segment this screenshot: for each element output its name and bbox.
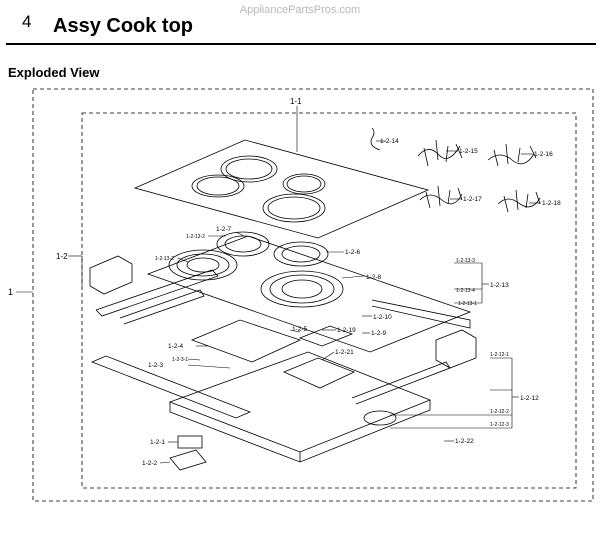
- fan-right: [435, 329, 477, 369]
- control-strip: [90, 355, 252, 419]
- left-rail-2: [119, 289, 205, 325]
- pcb-right: [282, 357, 356, 389]
- label-1-2-12: 1-2-12: [520, 395, 539, 402]
- watermark: AppliancePartsPros.com: [239, 4, 361, 16]
- label-1-2-13: 1-2-13: [490, 282, 509, 289]
- label-1-2-8: 1-2-8: [366, 274, 382, 281]
- label-1-2-12-2: 1-2-12-2: [490, 409, 509, 415]
- label-1-2-16: 1-2-16: [534, 151, 553, 158]
- label-1-2-13-1: 1-2-13-1: [458, 301, 477, 307]
- label-1-2-13-3: 1-2-13-3: [456, 258, 475, 264]
- label-1-2-2: 1-2-2: [142, 460, 158, 467]
- induction-coils: [168, 231, 344, 308]
- label-1-2-4: 1-2-4: [168, 343, 184, 350]
- label-1-2-12-3: 1-2-12-3: [490, 422, 509, 428]
- pcb-small: [298, 325, 354, 347]
- label-1-2-19: 1-2-19: [337, 327, 356, 334]
- pcb-main: [190, 319, 302, 363]
- label-1: 1: [8, 287, 13, 297]
- wire-harnesses: [370, 127, 541, 213]
- label-1-2-13-2a: 1-2-13-2: [186, 234, 205, 240]
- label-1-2-1: 1-2-1: [150, 439, 166, 446]
- label-1-2-3-1: 1-2-3-1: [172, 357, 188, 363]
- label-1-2-5: 1-2-5: [292, 326, 308, 333]
- fan-left: [89, 255, 133, 295]
- label-1-2-13-2b: 1-2-13-2: [155, 256, 174, 262]
- label-1-2-6: 1-2-6: [345, 249, 361, 256]
- leader-lines: [16, 106, 541, 464]
- chassis-rail: [351, 361, 451, 405]
- label-1-2-12-1: 1-2-12-1: [490, 352, 509, 358]
- glass-top: [133, 139, 430, 239]
- section-number: 4: [22, 12, 32, 31]
- title-rule: [6, 43, 596, 45]
- label-1-2-10: 1-2-10: [373, 314, 392, 321]
- inner-frame: [81, 112, 577, 489]
- label-1-2-7: 1-2-7: [216, 226, 232, 233]
- label-1-2-18: 1-2-18: [542, 200, 561, 207]
- label-1-2-22: 1-2-22: [455, 438, 474, 445]
- left-rail: [95, 269, 219, 317]
- right-rail: [371, 299, 471, 329]
- part-1-2-1: [177, 435, 203, 449]
- outer-frame: [32, 88, 594, 502]
- label-1-2-9: 1-2-9: [371, 330, 387, 337]
- label-1-2-15: 1-2-15: [459, 148, 478, 155]
- part-1-2-2: [169, 449, 207, 471]
- label-1-2-17: 1-2-17: [463, 196, 482, 203]
- label-1-2-14: 1-2-14: [380, 138, 399, 145]
- coil-bracket: [146, 235, 472, 353]
- label-1-2-21: 1-2-21: [335, 349, 354, 356]
- label-1-2: 1-2: [56, 252, 68, 261]
- label-1-2-13-4: 1-2-13-4: [456, 288, 475, 294]
- exploded-view-title: Exploded View: [8, 65, 100, 80]
- label-1-2-3: 1-2-3: [148, 362, 164, 369]
- bottom-chassis: [168, 351, 432, 463]
- section-title: Assy Cook top: [53, 15, 194, 37]
- label-1-1: 1-1: [290, 97, 302, 106]
